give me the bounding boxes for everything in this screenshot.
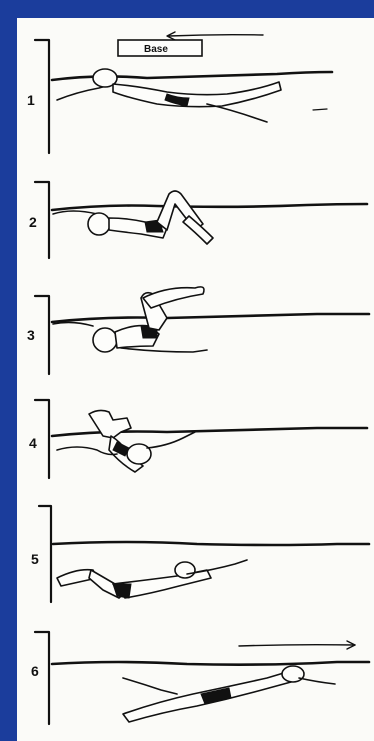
- swimmer-2-arm: [53, 211, 97, 214]
- arrow-left-line: [169, 35, 263, 36]
- water-line-3: [52, 314, 369, 322]
- splash-mark-1: [313, 109, 327, 110]
- swimmer-4-arm-front: [147, 432, 195, 448]
- swimmer-4-arm-back: [57, 447, 117, 455]
- panel-5-number: 5: [31, 551, 39, 567]
- panel-4: 4: [29, 400, 367, 478]
- swimmer-3-arm-front: [121, 348, 207, 352]
- swimmer-3-head: [93, 328, 117, 352]
- pool-wall-4: [35, 400, 49, 478]
- swimmer-6-suit: [201, 688, 231, 704]
- pool-wall-3: [35, 296, 49, 374]
- swimmer-4-legs: [89, 410, 131, 438]
- swimmer-3-shin: [143, 287, 204, 308]
- pool-wall-1: [35, 40, 49, 153]
- pool-wall-2: [35, 182, 49, 258]
- pool-wall-5: [39, 506, 51, 602]
- swimmer-3-arm-back: [53, 322, 93, 326]
- swimmer-4-head: [127, 444, 151, 464]
- swimmer-6-leg-upper: [123, 678, 177, 694]
- swimmer-5-arms: [187, 560, 247, 574]
- water-line-2: [52, 204, 367, 210]
- panel-1: 1 Base: [27, 32, 332, 153]
- swimmer-6-head: [282, 666, 304, 682]
- panel-1-number: 1: [27, 92, 35, 108]
- panel-3-number: 3: [27, 327, 35, 343]
- water-line-5: [53, 542, 369, 545]
- swimmer-5-head: [175, 562, 195, 578]
- swim-turn-diagram: 1 Base 2: [17, 18, 374, 741]
- panel-3: 3: [27, 287, 369, 374]
- panel-2: 2: [29, 182, 367, 258]
- swimmer-2-head: [88, 213, 110, 235]
- panel-4-number: 4: [29, 435, 37, 451]
- water-line-6: [52, 662, 369, 665]
- swimmer-1-leg: [207, 104, 267, 122]
- panel-6-number: 6: [31, 663, 39, 679]
- wall-label: Base: [144, 44, 168, 55]
- arrow-right-line: [239, 645, 355, 646]
- panel-5: 5: [31, 506, 369, 602]
- swimmer-6-arms: [299, 678, 335, 684]
- swimmer-1-body: [113, 82, 281, 107]
- diagram-sheet: 1 Base 2: [17, 18, 374, 741]
- panel-6: 6: [31, 632, 369, 724]
- panel-2-number: 2: [29, 214, 37, 230]
